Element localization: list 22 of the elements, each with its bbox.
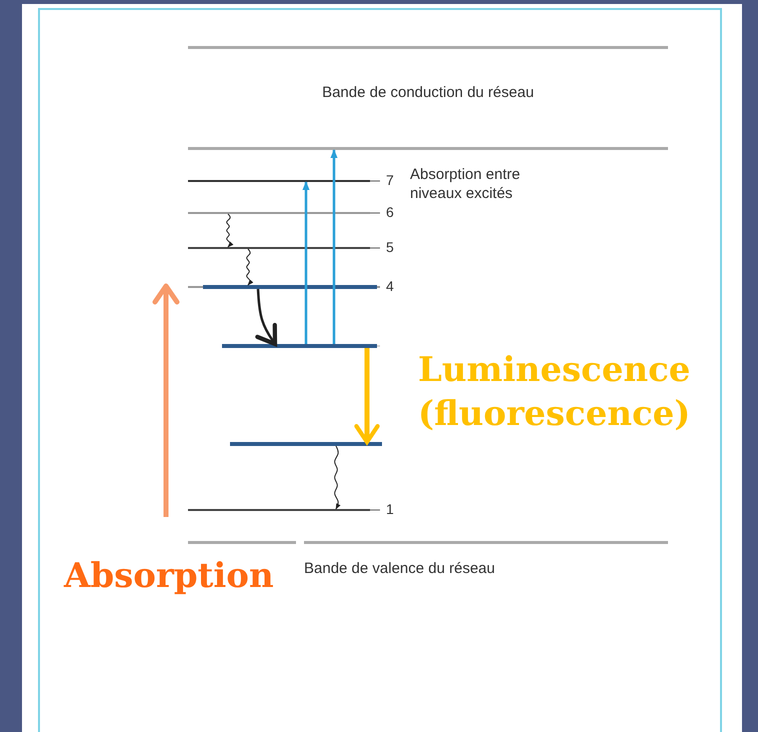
curved-arrow [255, 288, 278, 346]
wavy-arrow [334, 446, 341, 510]
annotation: Absorption entre niveaux excités [410, 166, 522, 204]
level-number: 5 [386, 239, 394, 255]
energy-level-line [188, 247, 370, 249]
band-label: Bande de conduction du réseau [321, 84, 535, 101]
process-label: Absorption [64, 555, 275, 598]
level-number: 6 [386, 204, 394, 220]
arrow [354, 348, 380, 444]
wavy-arrow [226, 214, 234, 248]
level-number: 4 [386, 278, 394, 294]
energy-level-line [188, 509, 370, 511]
wavy-arrow [246, 248, 254, 286]
arrow [330, 149, 338, 344]
arrow [302, 181, 310, 344]
band-label: Bande de valence du réseau [304, 560, 495, 577]
energy-level-line [188, 212, 370, 214]
process-label: Luminescence (fluorescence) [418, 349, 692, 436]
energy-level-line [188, 180, 370, 182]
conduction-band [188, 46, 668, 150]
level-number: 1 [386, 501, 394, 517]
level-number: 7 [386, 172, 394, 188]
